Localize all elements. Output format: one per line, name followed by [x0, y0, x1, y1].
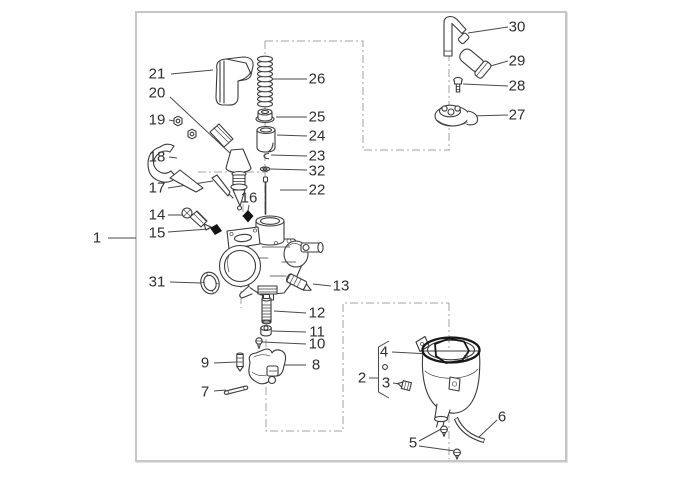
leader-23: [270, 154, 308, 157]
leader-13: [312, 283, 332, 287]
part-27-cable-guide-cover: [434, 104, 479, 127]
part-label-8: 8: [311, 356, 321, 374]
part-label-17: 17: [148, 179, 166, 197]
part-label-31: 31: [148, 273, 166, 291]
leader-6: [478, 419, 498, 438]
part-18-cable-clamp: [147, 143, 204, 193]
part-label-23: 23: [308, 147, 326, 165]
part-label-10: 10: [308, 335, 326, 353]
part-12-emulsion-tube: [261, 293, 272, 325]
diagram-border: [135, 11, 567, 462]
part-3-drain-plug: [397, 380, 413, 392]
part-6-drain-hose: [453, 416, 486, 444]
part-label-5: 5: [408, 434, 418, 452]
leader-32: [269, 168, 308, 171]
part-21-top-cap: [215, 56, 254, 106]
part-label-15: 15: [148, 224, 166, 242]
part-23-needle-clip: [263, 152, 270, 160]
part-16-clip: [242, 210, 254, 223]
part-label-16: 16: [240, 189, 258, 207]
part-29-rubber-boot: [459, 48, 492, 79]
part-label-24: 24: [308, 127, 326, 145]
part-label-18: 18: [148, 148, 166, 166]
leader-31: [169, 281, 202, 284]
group-bracket-2: [378, 340, 390, 399]
part-2-float-bowl-assembly: [382, 335, 486, 460]
leader-12: [273, 310, 307, 314]
part-9-float-pin: [236, 352, 244, 372]
part-8-float: [248, 348, 287, 385]
part-label-14: 14: [148, 206, 166, 224]
leader-19: [168, 119, 175, 122]
part-7-hinge-pin: [223, 385, 249, 395]
leader-28: [462, 83, 509, 87]
part-label-1: 1: [92, 229, 102, 247]
part-30-vent-tube: [443, 15, 470, 57]
part-15-clip: [210, 224, 222, 235]
leader-lines: [108, 26, 509, 452]
part-label-19: 19: [148, 111, 166, 129]
part-carburetor-body: [218, 215, 324, 310]
part-13-idle-screw: [285, 273, 312, 291]
part-20-choke-plunger: [209, 123, 252, 211]
part-5-bowl-screws: [440, 425, 461, 460]
part-2-small-washer: [382, 364, 388, 370]
part-14-float-needle-valve: [181, 207, 212, 231]
part-label-29: 29: [508, 52, 526, 70]
part-label-32: 32: [308, 162, 326, 180]
part-label-21: 21: [148, 65, 166, 83]
part-label-25: 25: [308, 108, 326, 126]
leader-5a: [418, 427, 444, 442]
part-label-3: 3: [381, 374, 391, 392]
part-label-6: 6: [497, 408, 507, 426]
leader-10: [261, 341, 307, 345]
part-10-jet-screw: [255, 337, 263, 350]
leader-20: [169, 96, 232, 155]
part-label-2: 2: [357, 369, 367, 387]
part-32-oring: [259, 166, 271, 172]
part-26-throttle-spring: [256, 55, 274, 108]
part-19-lock-nuts: [173, 115, 197, 140]
part-label-26: 26: [308, 70, 326, 88]
part-17-pilot-needle: [211, 174, 234, 199]
leader-11: [271, 330, 307, 333]
part-label-13: 13: [332, 277, 350, 295]
part-label-12: 12: [308, 304, 326, 322]
part-28-cover-screw: [453, 76, 463, 93]
leader-7: [213, 389, 227, 392]
leader-24: [276, 134, 308, 137]
leader-15: [167, 228, 210, 233]
part-label-30: 30: [508, 18, 526, 36]
part-label-9: 9: [200, 354, 210, 372]
part-11-main-jet: [260, 325, 272, 337]
leader-18: [168, 156, 178, 159]
part-label-27: 27: [508, 106, 526, 124]
part-label-20: 20: [148, 84, 166, 102]
part-25-spring-seat: [255, 108, 275, 124]
part-22-jet-needle: [262, 176, 269, 215]
leader-9: [213, 361, 237, 364]
part-label-4: 4: [379, 343, 389, 361]
leader-5b: [418, 445, 456, 452]
part-label-28: 28: [508, 77, 526, 95]
leader-16: [247, 204, 250, 212]
part-31-seal-ring: [200, 271, 220, 295]
part-label-11: 11: [309, 323, 325, 341]
leader-30: [467, 26, 509, 34]
part-label-7: 7: [200, 383, 210, 401]
part-24-throttle-slide: [256, 125, 276, 153]
leader-21: [170, 69, 214, 75]
part-label-22: 22: [308, 181, 326, 199]
